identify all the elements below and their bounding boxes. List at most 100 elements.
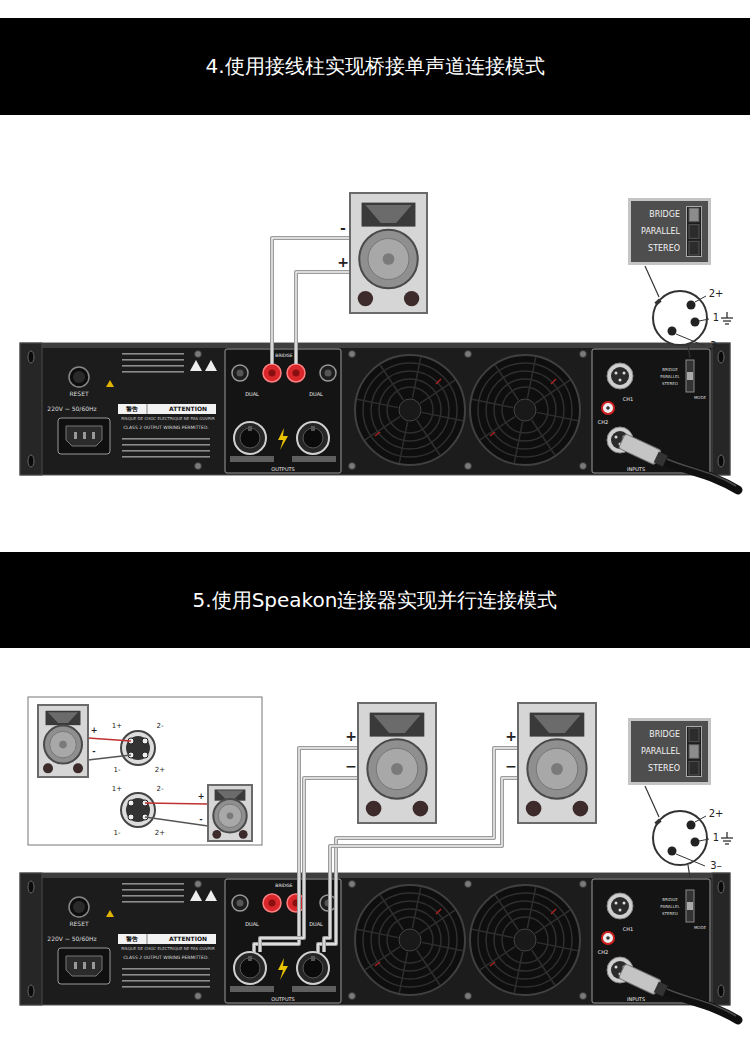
rack-ear	[20, 343, 42, 475]
binding-post	[287, 364, 305, 382]
screw	[580, 881, 587, 888]
pin-table	[230, 456, 274, 462]
bass-port	[526, 801, 542, 817]
xlr-plug-boot	[654, 451, 668, 466]
slider-slot	[689, 761, 699, 775]
warning-text-lines	[122, 444, 210, 446]
screw	[465, 993, 472, 1000]
woofer	[359, 230, 418, 289]
speaker	[350, 193, 427, 313]
speakon-key	[311, 956, 315, 961]
fan	[470, 355, 580, 465]
pin-label: 2+	[155, 767, 165, 774]
mode-label: STEREO	[662, 912, 678, 916]
fan	[355, 885, 465, 995]
mode-name: PARALLEL	[641, 223, 680, 240]
fan-hub	[514, 929, 536, 951]
bass-port	[413, 801, 429, 817]
bass-port	[43, 763, 53, 773]
reset-knob-center	[73, 371, 85, 383]
warning-text: CLASS 2 OUTPUT WIRING PERMITTED.	[123, 426, 209, 431]
bass-port	[404, 291, 419, 306]
mode-label: MODE	[694, 926, 706, 930]
pin-label: 1	[713, 833, 719, 843]
xlr-pin-diagram	[645, 266, 733, 358]
panel-label: RESET	[69, 921, 88, 927]
woofer	[44, 726, 82, 764]
polarity-sign: -	[340, 221, 346, 235]
woofer-cap	[391, 763, 403, 775]
xlr-socket-pin	[615, 966, 618, 969]
speaker-wire	[260, 778, 358, 952]
pin-label: 1+	[112, 723, 122, 730]
ground-symbol	[723, 320, 731, 321]
rack-hole	[28, 351, 34, 363]
binding-post-center	[325, 370, 332, 377]
rack-ear	[20, 873, 42, 1005]
pin-label: 2+	[709, 809, 724, 819]
screw	[349, 351, 356, 358]
xlr-socket-pin	[623, 902, 626, 905]
speakon-socket	[297, 422, 329, 454]
speaker-cabinet	[518, 703, 596, 823]
rca-socket-center	[606, 936, 610, 940]
xlr-cable	[665, 991, 738, 1020]
warning-text-lines	[122, 371, 184, 373]
speakon-socket	[234, 952, 266, 984]
terminal-label: BRIDGE	[275, 354, 292, 359]
power-rating: 220V ~ 50/60Hz	[47, 406, 96, 412]
woofer-cap	[59, 741, 67, 749]
ground-symbol	[721, 837, 733, 838]
leader-line	[695, 816, 706, 822]
speakon-key	[248, 426, 252, 431]
terminal-label: DUAL	[245, 922, 259, 927]
fan-hub	[399, 399, 421, 421]
woofer-cap	[383, 253, 395, 265]
fan-grille	[486, 371, 564, 449]
bass-port	[573, 801, 589, 817]
bass-port	[366, 801, 382, 817]
rca-socket	[602, 932, 614, 944]
warning-bar-divider	[147, 934, 148, 944]
binding-post-center	[293, 370, 300, 377]
xlr-pin	[687, 821, 696, 830]
binding-post-center	[237, 900, 244, 907]
speaker-wire	[324, 778, 518, 952]
pointer-line	[645, 266, 659, 297]
panel-label: INPUTS	[627, 467, 645, 472]
speaker-horn-throat	[374, 715, 421, 733]
speaker-horn-throat	[365, 205, 411, 223]
power-pin	[74, 962, 77, 969]
fan-spoke	[365, 417, 400, 440]
chassis	[20, 343, 730, 475]
xlr-cable	[665, 461, 738, 490]
screw	[195, 993, 202, 1000]
fan-spoke	[422, 412, 463, 420]
polarity-sign: +	[91, 727, 98, 735]
mode-name: BRIDGE	[641, 726, 680, 743]
section-title: 5.使用Speakon连接器实现并行连接模式	[193, 587, 558, 614]
pin-table	[292, 986, 336, 992]
fan-spoke	[514, 952, 522, 993]
warning-icon	[205, 890, 217, 901]
speakon-contact	[142, 738, 148, 744]
screw	[580, 351, 587, 358]
screw	[195, 463, 202, 470]
speaker-cabinet	[38, 705, 88, 777]
binding-post	[232, 895, 248, 911]
mode-switch-knob	[687, 902, 693, 910]
mode-switch	[686, 360, 694, 392]
speaker-horn	[530, 713, 585, 737]
pin-label: 2-	[157, 723, 164, 730]
fan-mark	[551, 379, 556, 384]
speaker-wire-core	[296, 272, 350, 364]
warning-triangle-small	[106, 380, 114, 387]
fan-spoke	[527, 887, 535, 928]
speakon-socket	[297, 952, 329, 984]
chassis	[20, 873, 730, 1005]
binding-post-center	[269, 370, 276, 377]
xlr-plug-boot	[654, 981, 668, 996]
channel-label: CH2	[598, 420, 608, 425]
bass-port	[73, 763, 83, 773]
